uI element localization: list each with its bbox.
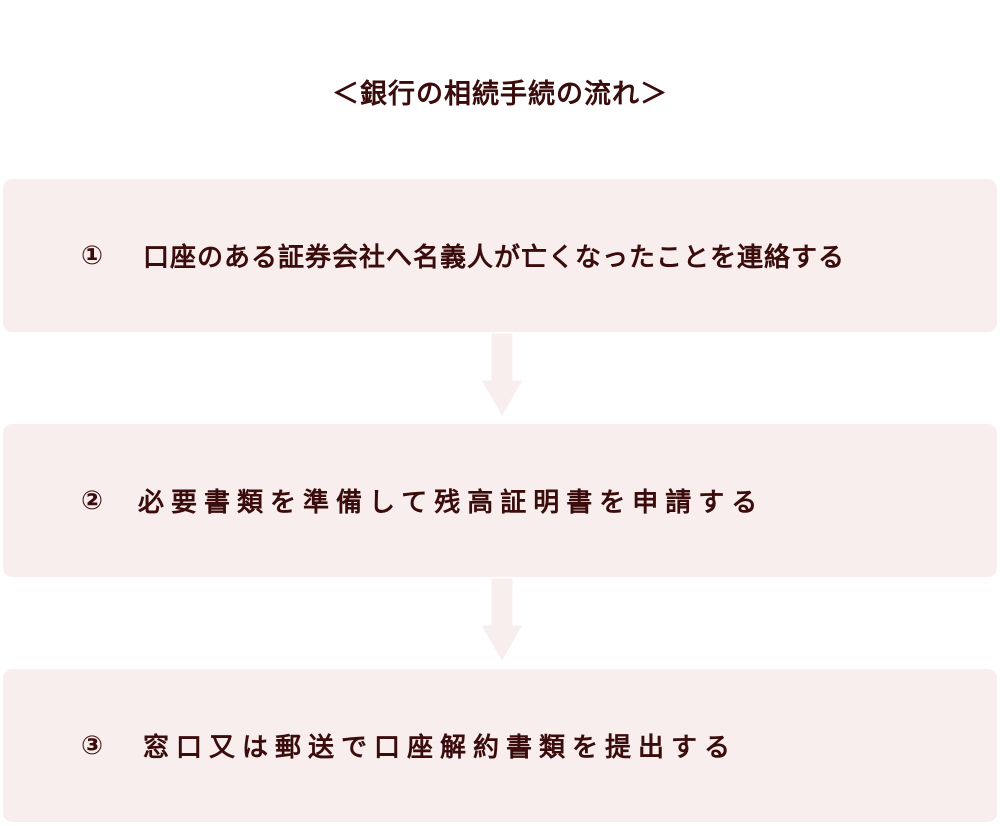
- step-number: ①: [81, 240, 104, 271]
- down-arrow-icon: [480, 578, 524, 664]
- step-text: 口座のある証券会社へ名義人が亡くなったことを連絡する: [143, 243, 846, 273]
- step-number: ②: [81, 485, 104, 516]
- step-text: 必要書類を準備して残高証明書を申請する: [138, 488, 765, 518]
- step-box-1: ① 口座のある証券会社へ名義人が亡くなったことを連絡する: [2, 178, 998, 333]
- diagram-title: ＜銀行の相続手続の流れ＞: [332, 79, 668, 110]
- step-text: 窓口又は郵送で口座解約書類を提出する: [143, 733, 738, 763]
- step-box-2: ② 必要書類を準備して残高証明書を申請する: [2, 423, 998, 578]
- down-arrow-icon: [480, 333, 524, 419]
- step-box-3: ③ 窓口又は郵送で口座解約書類を提出する: [2, 668, 998, 823]
- step-number: ③: [81, 730, 104, 761]
